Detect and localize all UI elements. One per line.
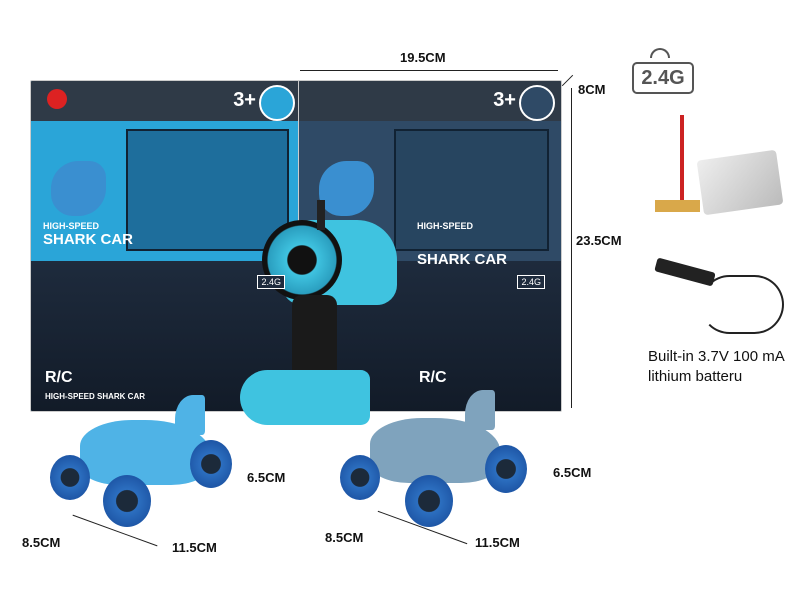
battery-wire: [680, 115, 684, 205]
car1-height-label: 6.5CM: [247, 470, 286, 485]
wifi-icon: [650, 48, 670, 58]
usb-plug: [654, 257, 716, 287]
box-window: [394, 129, 549, 251]
box-top-band: [299, 81, 561, 121]
badge-icon: [519, 85, 555, 121]
usb-cable: [700, 275, 784, 334]
car1-length-label: 11.5CM: [172, 540, 217, 555]
box-depth-label: 8CM: [578, 82, 606, 97]
car2-length-label: 11.5CM: [475, 535, 520, 550]
box-title-small: HIGH-SPEED: [43, 221, 100, 231]
shark-car-blue: [45, 395, 245, 535]
width-line: [300, 70, 558, 71]
depth-line: [561, 74, 574, 87]
box-width-label: 19.5CM: [400, 50, 446, 65]
badge-icon: [259, 85, 295, 121]
frequency-tag: 2.4G: [257, 275, 285, 289]
frequency-tag: 2.4G: [517, 275, 545, 289]
battery-pcb: [655, 200, 700, 212]
box-title-small: HIGH-SPEED: [417, 221, 474, 231]
battery-caption-line1: Built-in 3.7V 100 mA: [648, 348, 785, 365]
box-title-large: SHARK CAR: [43, 231, 133, 248]
rc-label: R/C: [45, 369, 73, 386]
car2-depth-label: 8.5CM: [325, 530, 364, 545]
car2-height-label: 6.5CM: [553, 465, 592, 480]
age-label: 3+: [233, 89, 256, 111]
box-height-label: 23.5CM: [576, 233, 622, 248]
age-label: 3+: [493, 89, 516, 111]
shark-mascot: [51, 161, 106, 216]
rc-subtitle: HIGH-SPEED SHARK CAR: [45, 392, 146, 401]
box-title-large: SHARK CAR: [417, 251, 507, 268]
box-window: [126, 129, 289, 251]
battery-caption-line2: lithium batteru: [648, 368, 743, 385]
package-box-blue: 3+ HIGH-SPEED SHARK CAR 2.4G R/C HIGH-SP…: [30, 80, 302, 412]
brand-logo: [47, 89, 67, 109]
remote-controller: [240, 200, 412, 425]
battery: [696, 149, 784, 216]
car1-depth-label: 8.5CM: [22, 535, 61, 550]
shark-mascot: [319, 161, 374, 216]
rc-label: R/C: [419, 369, 447, 386]
height-line: [571, 88, 572, 408]
shark-car-grey: [335, 390, 535, 530]
box-top-band: [31, 81, 301, 121]
frequency-badge: 2.4G: [632, 62, 694, 94]
